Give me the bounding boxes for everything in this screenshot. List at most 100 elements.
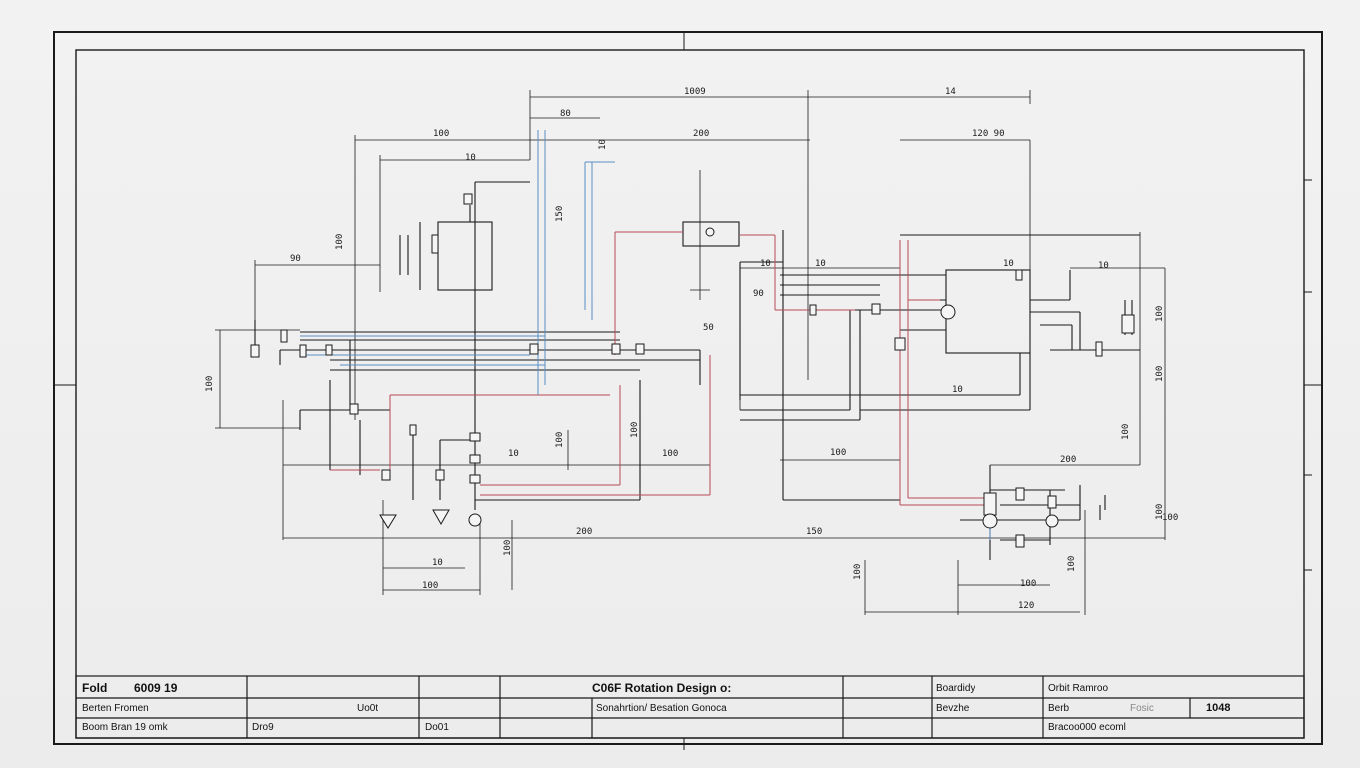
piping-cold xyxy=(300,130,991,540)
drawing-title: C06F Rotation Design o: xyxy=(592,681,732,695)
dim-center-vert-b: 100 xyxy=(555,432,565,448)
valve-15 xyxy=(431,234,439,254)
valve-2 xyxy=(280,329,288,343)
valve-4 xyxy=(325,344,333,356)
piping-hot xyxy=(330,231,985,506)
valve-3 xyxy=(299,344,307,358)
title-block-row3-code-a: Dro9 xyxy=(252,722,274,733)
valve-13 xyxy=(435,469,445,481)
centering-marks xyxy=(54,32,1322,750)
dim-left-mid: 90 xyxy=(290,254,301,264)
title-block-row2-field: Bevzhe xyxy=(936,703,970,714)
valve-7 xyxy=(635,343,645,355)
dim-center-mid-b: 50 xyxy=(703,323,714,333)
valve-17 xyxy=(809,304,817,316)
dim-left-small: 10 xyxy=(465,153,476,163)
valve-1 xyxy=(250,344,260,358)
gauge-1 xyxy=(468,513,482,527)
dim-lower-mid-a: 100 xyxy=(830,448,846,458)
dim-far-right-b: 100 xyxy=(1155,366,1165,382)
piping-black xyxy=(254,181,1140,560)
dim-upper-left: 100 xyxy=(433,129,449,139)
dim-top-overall-left: 1009 xyxy=(684,87,706,97)
title-block-grid xyxy=(75,675,1305,739)
valve-18 xyxy=(871,303,881,315)
dimension-lines xyxy=(215,90,1166,615)
dim-far-right-a: 100 xyxy=(1155,306,1165,322)
title-block-field: Boardidy xyxy=(936,683,976,694)
dim-left-vert-a: 100 xyxy=(335,234,345,250)
dim-lower-right: 200 xyxy=(1060,455,1076,465)
dim-bottom-right-a: 100 xyxy=(1067,556,1077,572)
fittings xyxy=(250,193,1135,548)
title-block-row3-code-b: Do01 xyxy=(425,722,449,733)
dim-center-top: 10 xyxy=(598,139,608,150)
title-block-row2-left: Berten Fromen xyxy=(82,703,149,714)
dim-bottom-left-b: 100 xyxy=(422,581,438,591)
valve-20 xyxy=(1015,269,1023,281)
valve-9 xyxy=(409,424,417,436)
valve-10 xyxy=(469,432,481,442)
dim-bottom-left-a: 10 xyxy=(432,558,443,568)
dim-far-right-c: 100 xyxy=(1121,424,1131,440)
dim-lower-right-b: 120 xyxy=(1018,601,1034,611)
title-block-row2-code: Uo0t xyxy=(357,703,379,714)
title-block-row3-left: Boom Bran 19 omk xyxy=(82,722,168,733)
dim-top-sub: 80 xyxy=(560,109,571,119)
pump-1 xyxy=(940,304,956,320)
dim-bottom-right-b: 100 xyxy=(1162,513,1178,523)
dim-upper-right: 120 90 xyxy=(972,129,1005,139)
dimension-labels: 1009 14 80 100 200 120 90 10 100 90 100 … xyxy=(205,87,1178,611)
component-box-top xyxy=(682,221,740,247)
component-box-right xyxy=(945,269,1031,354)
pump-2 xyxy=(982,513,998,529)
dim-upper-center: 200 xyxy=(693,129,709,139)
dim-far-right-d: 100 xyxy=(1155,504,1165,520)
dim-lower-right-c: 100 xyxy=(1020,579,1036,589)
dim-lower-vert-a: 100 xyxy=(503,540,513,556)
component-box-left xyxy=(437,221,493,291)
outer-border xyxy=(53,31,1323,745)
valve-5 xyxy=(529,343,539,355)
dim-left-vert-b: 100 xyxy=(205,376,215,392)
title-block-year: 1048 xyxy=(1206,702,1231,714)
title-block-row2-value2: Fosic xyxy=(1130,703,1154,714)
dim-top-overall-right: 14 xyxy=(945,87,956,97)
valve-6 xyxy=(611,343,621,355)
valve-11 xyxy=(469,454,481,464)
pump-4 xyxy=(705,227,715,237)
valve-19 xyxy=(894,337,906,351)
dim-right-vert: 100 xyxy=(630,422,640,438)
title-block-row2-value: Berb xyxy=(1048,703,1070,714)
title-block-label: Fold xyxy=(82,681,108,695)
pump-3 xyxy=(1045,514,1059,528)
title-block-number: 6009 19 xyxy=(134,681,178,695)
title-block-row3-value: Bracoo000 ecoml xyxy=(1048,722,1126,733)
inner-border xyxy=(75,49,1305,739)
valve-25 xyxy=(1047,495,1057,509)
dim-right-top: 10 xyxy=(1003,259,1014,269)
valve-16 xyxy=(463,193,473,205)
dim-center-vert: 150 xyxy=(555,206,565,222)
valve-26 xyxy=(983,492,997,516)
valve-21 xyxy=(1095,341,1103,357)
valve-8 xyxy=(349,403,359,415)
reducer-1 xyxy=(379,514,397,529)
reducer-2 xyxy=(432,509,450,526)
valve-14 xyxy=(381,469,391,481)
dim-right-box: 10 xyxy=(1098,261,1109,271)
dim-lower-center-a: 200 xyxy=(576,527,592,537)
dim-center-b2: 10 xyxy=(760,259,771,269)
valve-22 xyxy=(1121,314,1135,334)
dim-lower-left: 100 xyxy=(662,449,678,459)
dim-right-mid-b: 10 xyxy=(952,385,963,395)
dim-lower-mid-b: 100 xyxy=(853,564,863,580)
dim-right-mid-a: 10 xyxy=(815,259,826,269)
valve-23 xyxy=(1015,487,1025,501)
dim-center-mid-a: 90 xyxy=(753,289,764,299)
dim-lower-center-b: 150 xyxy=(806,527,822,537)
title-block-field-value: Orbit Ramroo xyxy=(1048,683,1109,694)
dim-lower-left-small: 10 xyxy=(508,449,519,459)
